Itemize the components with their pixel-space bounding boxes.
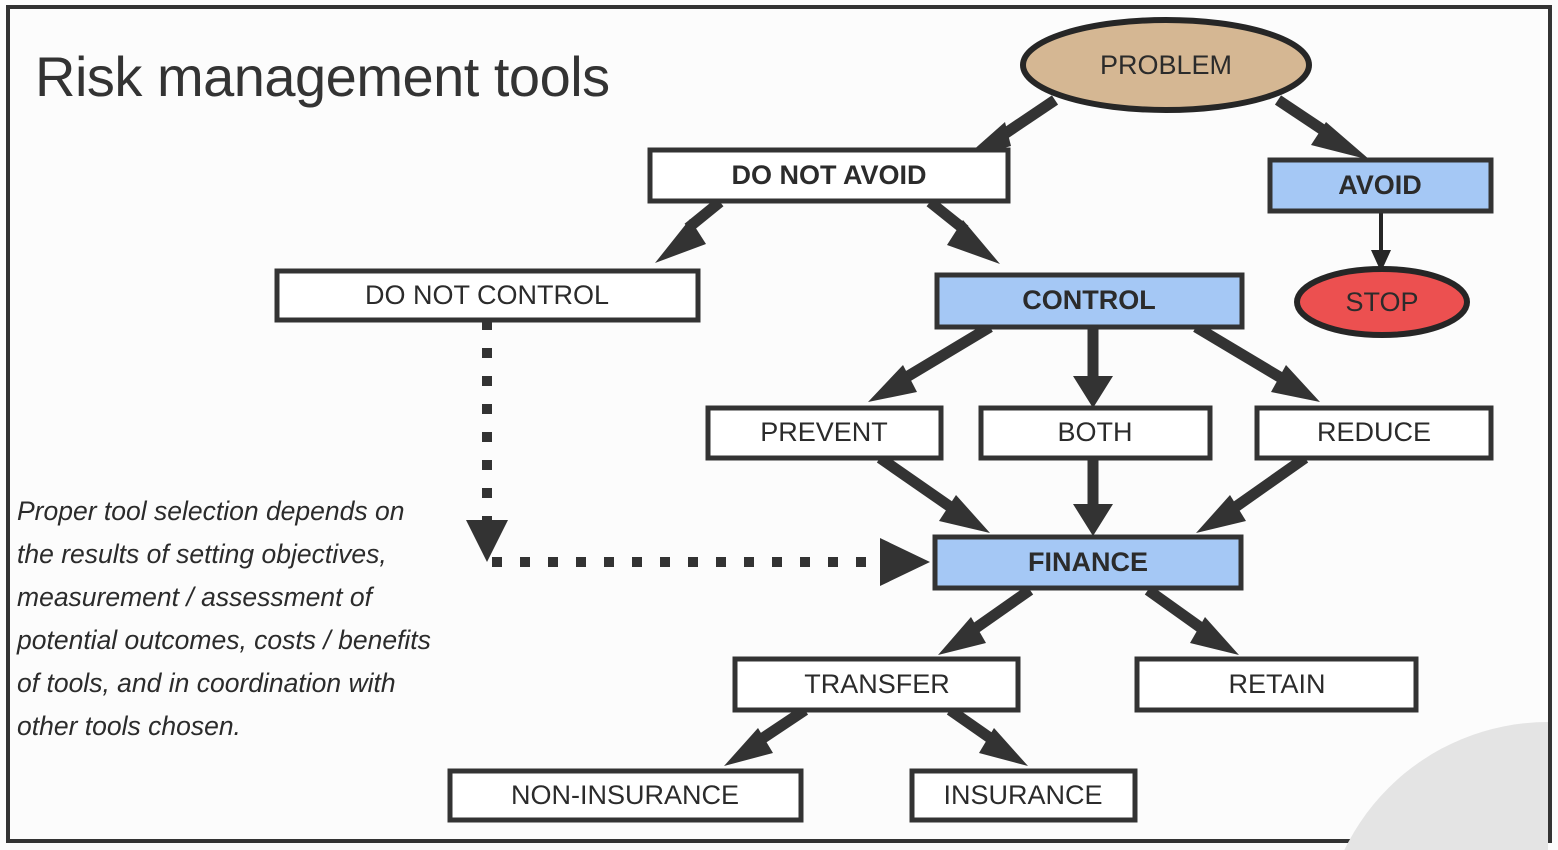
node-insurance[interactable]: INSURANCE: [909, 768, 1138, 823]
node-transfer[interactable]: TRANSFER: [732, 656, 1021, 713]
edge-control-to-reduce: [1193, 322, 1320, 402]
node-stop[interactable]: STOP: [1294, 266, 1470, 338]
node-reduce[interactable]: REDUCE: [1254, 405, 1494, 461]
edge-avoid-to-stop: [1371, 211, 1391, 272]
edge-do-not-avoid-to-control: [926, 197, 1000, 264]
node-do-not-control[interactable]: DO NOT CONTROL: [274, 268, 701, 323]
edge-do-not-control-to-finance: [466, 320, 930, 586]
node-control-label: CONTROL: [1022, 285, 1155, 315]
node-layer: PROBLEM DO NOT AVOID AVOID STOP DO NOT C…: [274, 17, 1494, 823]
node-transfer-label: TRANSFER: [804, 669, 950, 699]
node-problem-label: PROBLEM: [1100, 50, 1232, 80]
node-prevent[interactable]: PREVENT: [705, 405, 944, 461]
page-title: Risk management tools: [35, 45, 610, 108]
node-both[interactable]: BOTH: [978, 405, 1213, 461]
edge-control-to-both: [1073, 327, 1113, 408]
node-finance[interactable]: FINANCE: [932, 534, 1244, 591]
edge-both-to-finance: [1073, 458, 1113, 536]
edge-reduce-to-finance: [1196, 453, 1309, 533]
node-non-insurance[interactable]: NON-INSURANCE: [447, 768, 804, 823]
node-retain[interactable]: RETAIN: [1134, 656, 1419, 713]
edge-problem-to-avoid: [1274, 95, 1370, 160]
node-do-not-control-label: DO NOT CONTROL: [365, 280, 609, 310]
node-non-insurance-label: NON-INSURANCE: [511, 780, 739, 810]
node-finance-label: FINANCE: [1028, 547, 1148, 577]
edge-layer: [466, 95, 1391, 766]
edge-finance-to-transfer: [938, 585, 1034, 655]
node-control[interactable]: CONTROL: [934, 272, 1245, 330]
edge-transfer-to-non-insurance: [724, 705, 809, 766]
node-problem[interactable]: PROBLEM: [1020, 17, 1312, 113]
node-prevent-label: PREVENT: [760, 417, 888, 447]
node-avoid[interactable]: AVOID: [1267, 157, 1494, 214]
node-insurance-label: INSURANCE: [943, 780, 1102, 810]
node-avoid-label: AVOID: [1338, 170, 1422, 200]
edge-control-to-prevent: [868, 322, 993, 402]
node-do-not-avoid-label: DO NOT AVOID: [732, 160, 927, 190]
edge-prevent-to-finance: [876, 453, 990, 533]
edge-finance-to-retain: [1144, 585, 1239, 655]
node-reduce-label: REDUCE: [1317, 417, 1431, 447]
node-both-label: BOTH: [1057, 417, 1132, 447]
node-do-not-avoid[interactable]: DO NOT AVOID: [647, 147, 1011, 204]
node-retain-label: RETAIN: [1228, 669, 1325, 699]
corner-arc-decoration: [1344, 722, 1548, 850]
explanatory-caption: Proper tool selection depends on the res…: [17, 496, 431, 741]
edge-transfer-to-insurance: [946, 705, 1028, 766]
node-stop-label: STOP: [1345, 287, 1418, 317]
edge-do-not-avoid-to-do-not-control: [655, 197, 724, 263]
